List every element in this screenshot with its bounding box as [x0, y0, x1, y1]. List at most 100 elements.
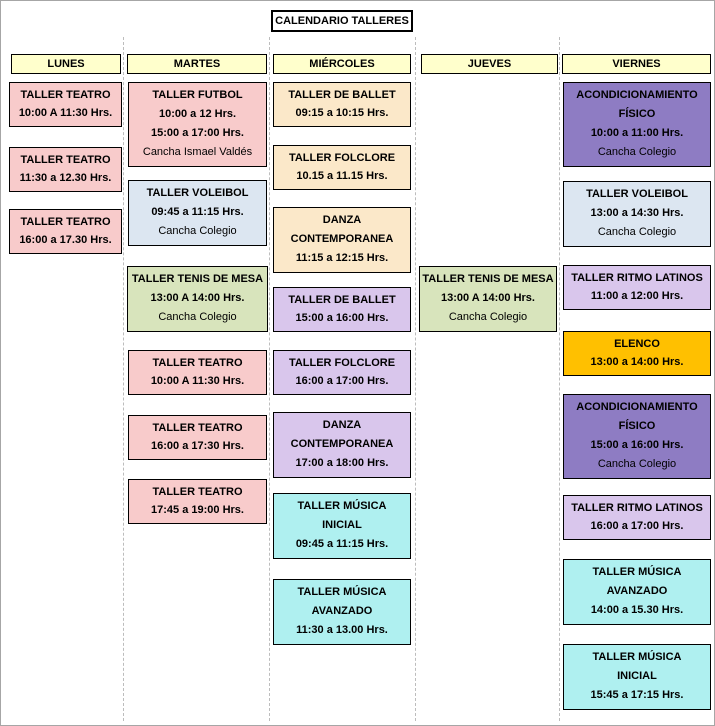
workshop-title: TALLER FOLCLORE	[288, 151, 396, 164]
workshop-card: TALLER TEATRO 17:45 a 19:00 Hrs.	[128, 479, 267, 524]
workshop-time: 10.15 a 11.15 Hrs.	[296, 169, 388, 182]
column-gridline	[269, 37, 270, 721]
workshop-location: Cancha Colegio	[597, 458, 677, 470]
workshop-card: ACONDICIONAMIENTO FÍSICO 10:00 a 11:00 H…	[563, 82, 711, 167]
workshop-title: ELENCO	[614, 337, 660, 350]
workshop-title: TALLER RITMO LATINOS	[571, 271, 703, 284]
workshop-time: 09:45 a 11:15 Hrs.	[151, 206, 244, 219]
workshop-card: ACONDICIONAMIENTO FÍSICO 15:00 a 16:00 H…	[563, 394, 711, 479]
workshop-time: 09:15 a 10:15 Hrs.	[295, 106, 389, 119]
workshop-card: DANZA CONTEMPORANEA 17:00 a 18:00 Hrs.	[273, 412, 411, 478]
workshop-card: TALLER TEATRO 10:00 A 11:30 Hrs.	[9, 82, 122, 127]
workshop-location: Cancha Colegio	[597, 146, 677, 158]
workshop-title: TALLER TENIS DE MESA	[422, 273, 554, 286]
workshop-title: TALLER TEATRO	[20, 153, 111, 166]
workshop-time: 16:00 a 17:00 Hrs.	[590, 519, 684, 532]
day-header-martes: MARTES	[127, 54, 267, 74]
workshop-time: 15:00 a 17:00 Hrs.	[151, 127, 244, 140]
workshop-time: 13:00 A 14:00 Hrs.	[150, 292, 245, 305]
workshop-time: 10:00 A 11:30 Hrs.	[150, 374, 245, 387]
workshop-time: 15:00 a 16:00 Hrs.	[295, 311, 389, 324]
page-title: CALENDARIO TALLERES	[271, 10, 413, 32]
workshop-card: TALLER TEATRO 16:00 a 17:30 Hrs.	[128, 415, 267, 460]
workshop-card: TALLER DE BALLET 09:15 a 10:15 Hrs.	[273, 82, 411, 127]
workshop-time: 15:45 a 17:15 Hrs.	[590, 689, 684, 702]
workshop-title: DANZA	[322, 214, 362, 227]
workshop-title: TALLER FOLCLORE	[288, 356, 396, 369]
workshop-time: 16:00 a 17.30 Hrs.	[19, 233, 112, 246]
workshop-title: ACONDICIONAMIENTO	[576, 401, 698, 414]
workshop-title: TALLER MÚSICA	[297, 500, 387, 513]
workshop-card: TALLER TEATRO 11:30 a 12.30 Hrs.	[9, 147, 122, 192]
workshop-time: 17:00 a 18:00 Hrs.	[295, 457, 389, 470]
workshop-time: 10:00 a 12 Hrs.	[158, 108, 237, 121]
workshop-title: TALLER TEATRO	[152, 421, 243, 434]
workshop-title: FÍSICO	[618, 108, 656, 121]
workshop-card: TALLER TEATRO 16:00 a 17.30 Hrs.	[9, 209, 122, 254]
workshop-time: 11:15 a 12:15 Hrs.	[295, 252, 389, 265]
workshop-time: 15:00 a 16:00 Hrs.	[590, 439, 684, 452]
workshop-card: TALLER MÚSICA AVANZADO 11:30 a 13.00 Hrs…	[273, 579, 411, 645]
column-gridline	[415, 37, 416, 721]
day-header-jueves: JUEVES	[421, 54, 558, 74]
workshop-card: ELENCO 13:00 a 14:00 Hrs.	[563, 331, 711, 376]
workshop-time: 13:00 a 14:30 Hrs.	[590, 207, 684, 220]
workshop-card: TALLER FOLCLORE 10.15 a 11.15 Hrs.	[273, 145, 411, 190]
day-header-miercoles: MIÉRCOLES	[273, 54, 411, 74]
workshop-card: TALLER RITMO LATINOS 11:00 a 12:00 Hrs.	[563, 265, 711, 310]
workshop-location: Cancha Colegio	[158, 311, 237, 324]
workshop-card: TALLER MÚSICA INICIAL 09:45 a 11:15 Hrs.	[273, 493, 411, 559]
column-gridline	[123, 37, 124, 721]
workshop-card: TALLER MÚSICA INICIAL 15:45 a 17:15 Hrs.	[563, 644, 711, 710]
column-gridline	[559, 37, 560, 721]
workshop-time: 13:00 A 14:00 Hrs.	[441, 292, 535, 305]
workshop-card: TALLER MÚSICA AVANZADO 14:00 a 15.30 Hrs…	[563, 559, 711, 625]
workshop-title: FÍSICO	[618, 420, 656, 433]
workshop-time: 17:45 a 19:00 Hrs.	[151, 503, 244, 516]
workshop-title: TALLER TEATRO	[152, 356, 243, 369]
workshop-title: TALLER DE BALLET	[288, 88, 396, 101]
workshop-title: TALLER MÚSICA	[297, 586, 387, 599]
workshop-time: 11:30 a 13.00 Hrs.	[296, 624, 388, 637]
workshop-title: TALLER DE BALLET	[288, 293, 396, 306]
workshop-title: TALLER MÚSICA	[592, 651, 682, 664]
workshop-title: TALLER TEATRO	[20, 215, 111, 228]
workshop-title: CONTEMPORANEA	[290, 438, 394, 451]
workshop-title: AVANZADO	[606, 585, 668, 598]
workshop-time: 13:00 a 14:00 Hrs.	[590, 355, 684, 368]
workshop-location: Cancha Colegio	[597, 226, 677, 239]
workshop-card: TALLER TENIS DE MESA 13:00 A 14:00 Hrs. …	[127, 266, 268, 332]
workshop-title: TALLER TEATRO	[152, 485, 243, 498]
workshop-title: CONTEMPORANEA	[290, 233, 394, 246]
day-header-lunes: LUNES	[11, 54, 121, 74]
workshop-title: TALLER TEATRO	[20, 88, 111, 101]
workshop-title: TALLER RITMO LATINOS	[571, 501, 703, 514]
workshop-title: TALLER VOLEIBOL	[146, 187, 249, 200]
workshop-time: 14:00 a 15.30 Hrs.	[590, 604, 684, 617]
workshop-card: TALLER VOLEIBOL 09:45 a 11:15 Hrs. Canch…	[128, 180, 267, 246]
workshop-card: TALLER TEATRO 10:00 A 11:30 Hrs.	[128, 350, 267, 395]
workshop-title: INICIAL	[322, 519, 362, 532]
day-header-viernes: VIERNES	[562, 54, 711, 74]
workshop-time: 16:00 a 17:00 Hrs.	[295, 374, 389, 387]
workshop-time: 09:45 a 11:15 Hrs.	[295, 538, 389, 551]
workshop-title: TALLER VOLEIBOL	[586, 188, 688, 201]
workshop-title: TALLER FUTBOL	[152, 89, 243, 102]
workshop-title: DANZA	[322, 419, 362, 432]
workshop-time: 10:00 a 11:00 Hrs.	[590, 127, 684, 140]
workshop-time: 11:30 a 12.30 Hrs.	[19, 171, 112, 184]
workshop-title: INICIAL	[617, 670, 657, 683]
workshop-time: 11:00 a 12:00 Hrs.	[590, 289, 684, 302]
workshop-card: TALLER VOLEIBOL 13:00 a 14:30 Hrs. Canch…	[563, 181, 711, 247]
workshop-location: Cancha Colegio	[448, 311, 528, 324]
workshop-location: Cancha Ismael Valdés	[142, 146, 253, 158]
workshop-title: AVANZADO	[311, 605, 373, 618]
workshop-title: TALLER TENIS DE MESA	[131, 273, 264, 286]
workshop-card: TALLER DE BALLET 15:00 a 16:00 Hrs.	[273, 287, 411, 332]
workshop-time: 16:00 a 17:30 Hrs.	[151, 439, 244, 452]
workshop-card: TALLER TENIS DE MESA 13:00 A 14:00 Hrs. …	[419, 266, 557, 332]
workshop-card: TALLER RITMO LATINOS 16:00 a 17:00 Hrs.	[563, 495, 711, 540]
workshop-location: Cancha Colegio	[158, 225, 237, 238]
workshop-time: 10:00 A 11:30 Hrs.	[18, 106, 113, 119]
